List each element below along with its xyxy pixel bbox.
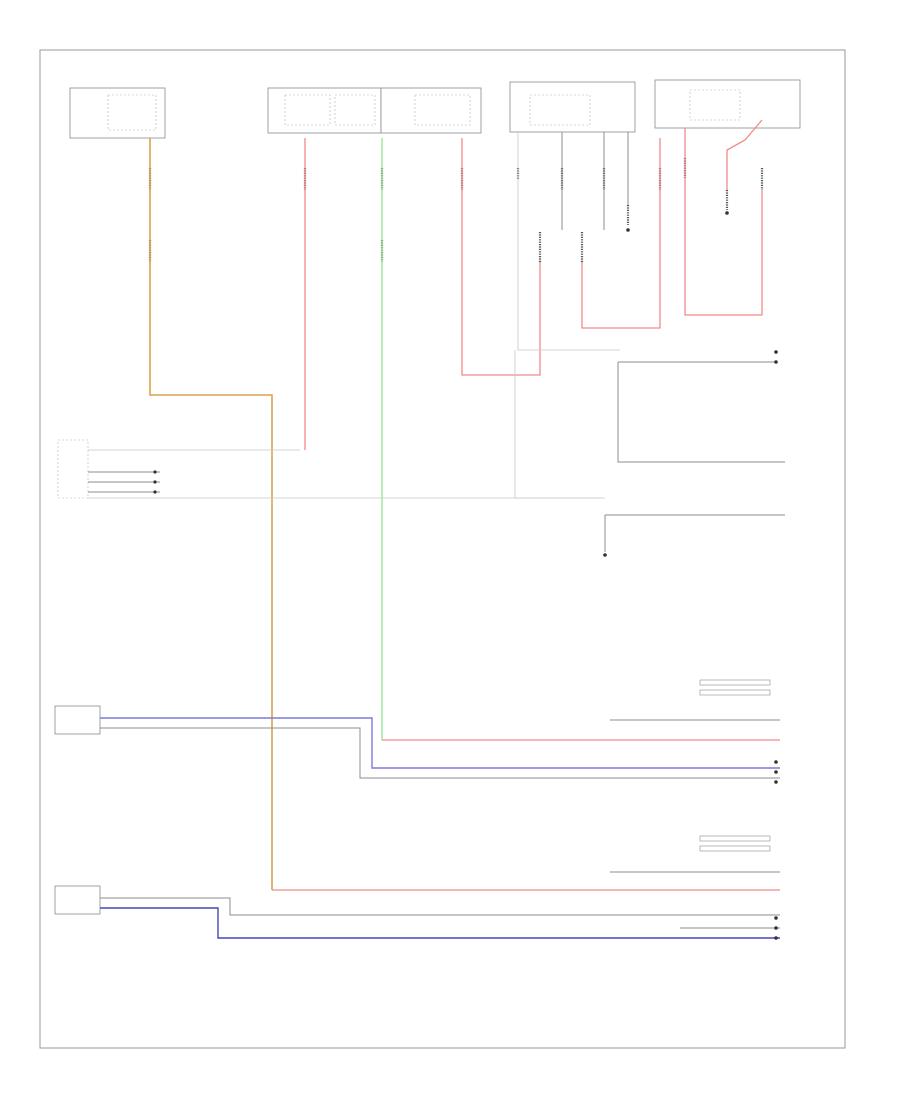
diagram-frame <box>39 49 846 1049</box>
sensor-2 <box>54 885 101 915</box>
top-connectors <box>148 158 764 262</box>
relay-box <box>509 81 636 133</box>
fuse-box-2 <box>267 87 382 134</box>
fuse-box-3 <box>380 87 482 134</box>
fuse-box-1 <box>69 87 166 139</box>
connector-left-mid <box>57 439 89 499</box>
wire-red-4 <box>684 128 763 316</box>
wire-dark-blue <box>100 907 780 939</box>
wire-blue <box>100 717 780 769</box>
sensor-1 <box>54 705 101 735</box>
wire-orange <box>149 138 273 890</box>
wire-red-3 <box>581 138 661 329</box>
fuse-box-4 <box>654 79 801 129</box>
wire-red-5 <box>726 119 763 190</box>
right-connectors <box>699 350 778 940</box>
top-fuse-boxes <box>69 79 801 139</box>
wire-red-2 <box>461 138 541 376</box>
